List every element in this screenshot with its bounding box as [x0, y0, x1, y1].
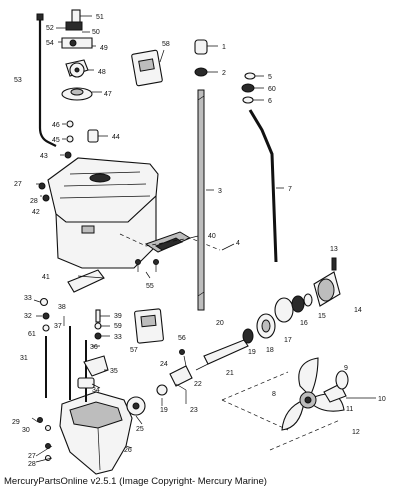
driveshaft-housing[interactable]	[38, 157, 159, 269]
part-label-34: 34	[92, 387, 100, 394]
part-label-36: 36	[90, 344, 98, 351]
part-label-16: 16	[300, 320, 308, 327]
part-label-38: 38	[58, 304, 66, 311]
part-label-33: 33	[24, 295, 32, 302]
part-label-52: 52	[46, 25, 54, 32]
shift-rod[interactable]	[36, 13, 57, 147]
part-label-56: 56	[178, 335, 186, 342]
part-label-29: 29	[12, 419, 20, 426]
part-label-47: 47	[104, 91, 112, 98]
part-label-30: 30	[22, 427, 30, 434]
propeller[interactable]	[281, 357, 376, 431]
part-label-19b: 19	[160, 407, 168, 414]
part-label-44: 44	[112, 134, 120, 141]
part-label-59: 59	[114, 323, 122, 330]
part-label-20: 20	[216, 320, 224, 327]
part-label-53: 53	[14, 77, 22, 84]
part-label-46: 46	[52, 122, 60, 129]
part-label-31: 31	[20, 355, 28, 362]
part-label-41: 41	[42, 274, 50, 281]
part-label-48: 48	[98, 69, 106, 76]
part-labels: 1 2 3 4 5 60 6 7 8 9 10 11 12 13 14 15 1…	[12, 14, 386, 468]
part-label-27b: 27	[28, 453, 36, 460]
copyright-caption: MercuryPartsOnline v2.5.1 (Image Copyrig…	[4, 476, 267, 487]
part-label-2: 2	[222, 70, 226, 77]
part-label-42: 42	[32, 209, 40, 216]
drive-shaft[interactable]	[194, 39, 208, 311]
part-label-39: 39	[114, 313, 122, 320]
part-label-18: 18	[266, 347, 274, 354]
part-label-28b: 28	[28, 461, 36, 468]
part-label-43: 43	[40, 153, 48, 160]
part-label-9: 9	[344, 365, 348, 372]
part-label-35: 35	[110, 368, 118, 375]
part-label-7: 7	[288, 186, 292, 193]
part-label-4: 4	[236, 240, 240, 247]
water-tube[interactable]	[248, 109, 278, 263]
part-label-17: 17	[284, 337, 292, 344]
part-label-14: 14	[354, 307, 362, 314]
part-label-28: 28	[30, 198, 38, 205]
part-label-45: 45	[52, 137, 60, 144]
part-label-24: 24	[160, 361, 168, 368]
propeller-shaft-group[interactable]	[195, 257, 341, 371]
part-label-40: 40	[208, 233, 216, 240]
part-label-50: 50	[92, 29, 100, 36]
part-label-61: 61	[28, 331, 36, 338]
part-label-55: 55	[146, 283, 154, 290]
part-label-25: 25	[136, 426, 144, 433]
part-label-26: 26	[124, 447, 132, 454]
part-label-32: 32	[24, 313, 32, 320]
part-label-33b: 33	[114, 334, 122, 341]
gear-housing[interactable]	[59, 391, 133, 475]
part-label-8: 8	[272, 391, 276, 398]
pinion-gears[interactable]	[126, 349, 193, 416]
part-label-60: 60	[268, 86, 276, 93]
part-label-10: 10	[378, 396, 386, 403]
part-label-49: 49	[100, 45, 108, 52]
part-label-11: 11	[346, 406, 353, 413]
part-label-58: 58	[162, 41, 170, 48]
part-label-15: 15	[318, 313, 326, 320]
part-label-1: 1	[222, 44, 226, 51]
decal-57	[134, 308, 164, 344]
part-label-6: 6	[268, 98, 272, 105]
part-label-51: 51	[96, 14, 104, 21]
part-label-5: 5	[268, 74, 272, 81]
part-label-21: 21	[226, 370, 234, 377]
water-pump-assembly[interactable]	[61, 9, 93, 101]
part-label-57: 57	[130, 347, 138, 354]
pump-small-parts[interactable]	[64, 120, 99, 159]
part-label-23: 23	[190, 407, 198, 414]
part-label-54: 54	[46, 40, 54, 47]
part-label-22: 22	[194, 381, 202, 388]
part-label-12: 12	[352, 429, 360, 436]
leader-lines	[31, 15, 284, 463]
gear-housing-small-parts[interactable]	[37, 297, 109, 462]
part-label-3: 3	[218, 188, 222, 195]
part-label-13: 13	[330, 246, 338, 253]
decal-58	[131, 49, 163, 87]
part-label-19: 19	[248, 349, 256, 356]
part-label-27: 27	[14, 181, 22, 188]
shaft-washers[interactable]	[241, 72, 256, 104]
part-label-37: 37	[54, 323, 62, 330]
gasket[interactable]	[67, 269, 105, 293]
